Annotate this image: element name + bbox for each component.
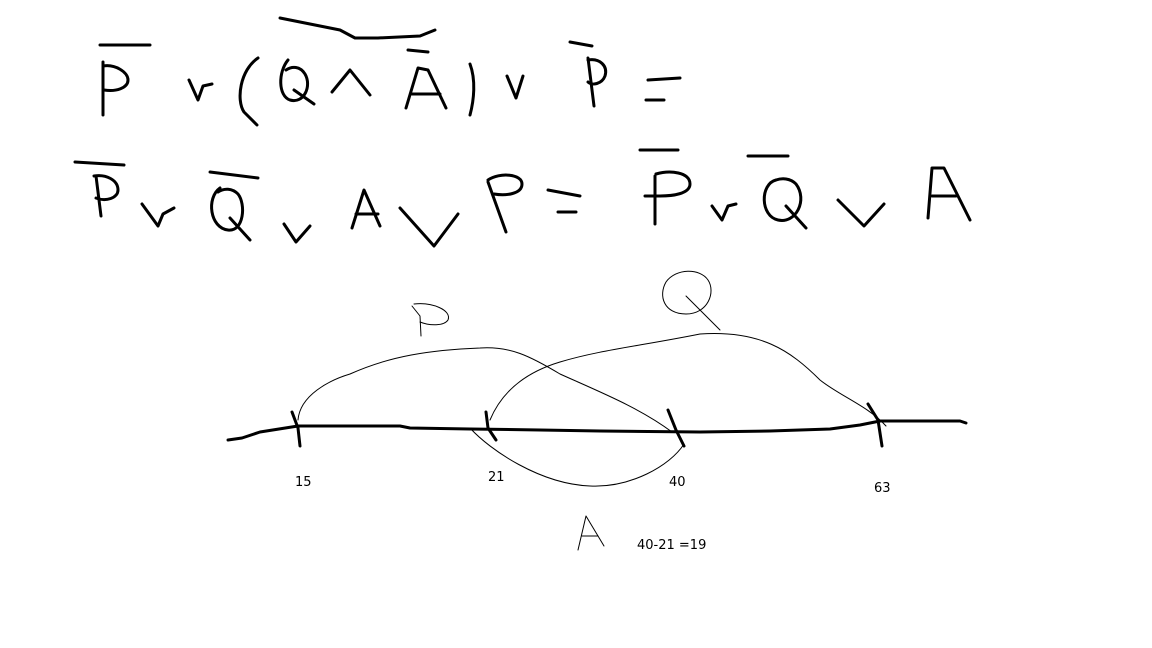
handwritten-or-4 [282, 222, 312, 244]
handwritten-or-6 [710, 202, 738, 222]
handwritten-and [330, 68, 372, 97]
equation-line-1 [98, 16, 682, 127]
handwritten-or-5 [398, 206, 460, 248]
handwritten-Q-bar-2 [746, 154, 808, 230]
tick-label-15: 15 [295, 475, 312, 490]
handwritten-or-2 [505, 74, 525, 100]
handwritten-A-label [577, 515, 605, 551]
handwritten-P-bar-4 [638, 148, 692, 226]
handwritten-P-bar-2 [568, 40, 608, 108]
handwritten-A-bar-1 [404, 48, 448, 110]
tick-label-63: 63 [874, 481, 891, 496]
handwritten-bar-Q-and-A [278, 16, 437, 40]
arc-P [297, 347, 673, 433]
tick-mark-40 [666, 408, 686, 448]
tick-label-21: 21 [488, 470, 505, 485]
handwritten-or-1 [187, 78, 214, 102]
handwritten-or-3 [140, 202, 176, 228]
tick-mark-63 [866, 402, 884, 448]
tick-mark-15 [290, 410, 302, 448]
tick-label-40: 40 [669, 475, 686, 490]
handwritten-P-bar-3 [73, 160, 126, 218]
handwritten-Q-bar-1 [208, 170, 260, 242]
handwritten-A-1 [350, 188, 382, 230]
tick-mark-21 [484, 410, 498, 442]
arc-A [469, 427, 685, 487]
handwritten-Q-label [662, 270, 721, 331]
handwritten-equals-1 [644, 76, 682, 102]
handwritten-A-2 [926, 166, 972, 222]
handwritten-Q-1 [279, 58, 316, 106]
handwritten-P-bar-1 [98, 43, 152, 117]
handwritten-equals-2 [546, 188, 582, 214]
handwritten-open-paren [238, 56, 260, 127]
handwritten-or-7 [836, 198, 886, 228]
handwritten-P-label [411, 303, 449, 337]
equation-line-2 [73, 148, 972, 248]
number-line-diagram [226, 270, 968, 551]
number-line [226, 419, 968, 442]
handwritten-close-paren [468, 62, 476, 117]
handwritten-P-1 [486, 173, 524, 234]
arc-Q [489, 332, 887, 427]
difference-annotation: 40-21 =19 [637, 538, 707, 553]
